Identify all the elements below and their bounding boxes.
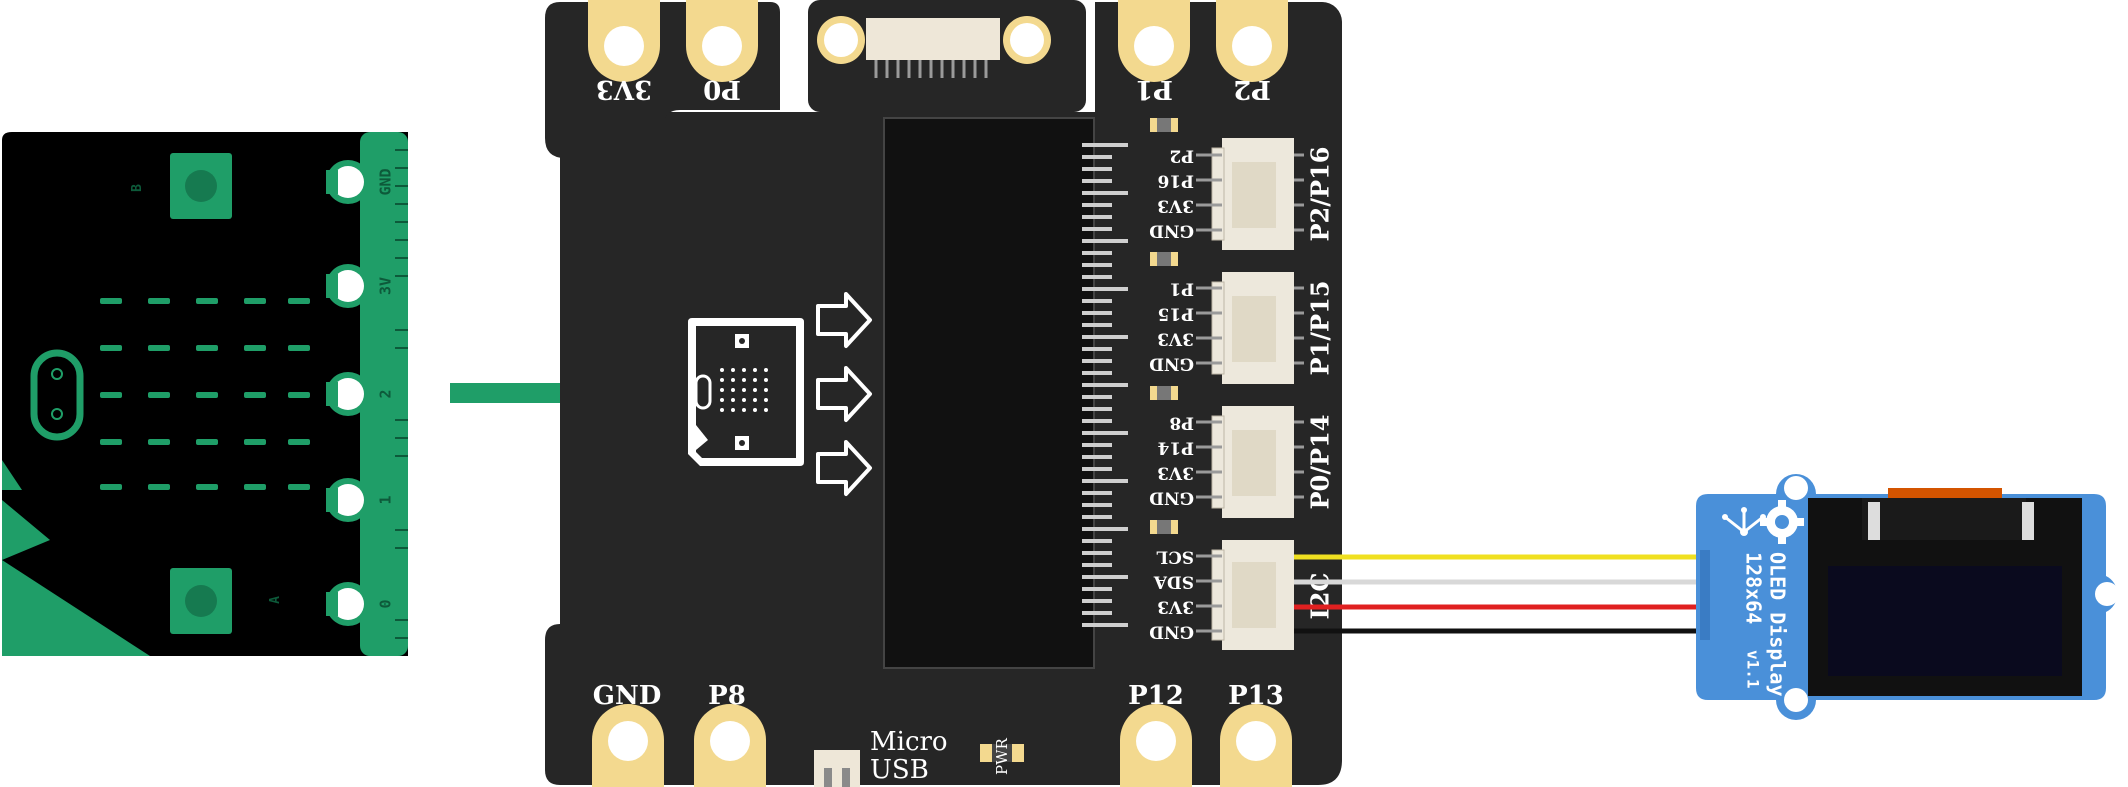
microbit-led-matrix <box>100 298 310 490</box>
pin-label-p2: P2 <box>1233 74 1271 104</box>
microbit-edge-connector <box>360 132 408 656</box>
microbit-button-a-label: A <box>268 596 283 604</box>
microbit-button-b[interactable] <box>170 153 232 219</box>
pin-label-3v3: 3V3 <box>596 74 652 104</box>
expansion-board: 3V3 P0 P1 P2 GND P8 P12 P13 Micro USB <box>545 0 1342 787</box>
connector-label-p1-p15: P1/P15 <box>1306 281 1335 376</box>
connector-pin-label: GND <box>1149 622 1194 642</box>
seeed-share-icon <box>1722 507 1766 536</box>
bottom-pin-pads[interactable] <box>592 704 1292 787</box>
micro-usb-label-line2: USB <box>870 755 929 785</box>
pwr-led <box>980 744 1024 762</box>
connector-pin-label: SDA <box>1153 572 1194 592</box>
i2c-wires <box>1294 554 1700 634</box>
connector-pin-label: GND <box>1149 488 1194 508</box>
connector-pin-label: 3V3 <box>1157 196 1194 216</box>
microbit-insert-icon <box>688 318 804 466</box>
connector-pin-label: GND <box>1149 354 1194 374</box>
connector-pin-label: 3V3 <box>1157 463 1194 483</box>
gear-icon <box>1760 500 1804 544</box>
connector-pin-label: P16 <box>1158 171 1194 191</box>
connector-pin-label: P14 <box>1157 438 1194 458</box>
grove-connector-p2-p16[interactable] <box>1150 118 1304 250</box>
connector-pin-label: GND <box>1149 221 1194 241</box>
pin-label-p12: P12 <box>1128 681 1184 711</box>
connector-pin-label: P15 <box>1158 304 1194 324</box>
connector-pin-label: 3V3 <box>1157 329 1194 349</box>
microbit-pin-label: 3V <box>377 277 395 295</box>
grove-connector-p0-p14[interactable] <box>1150 386 1304 518</box>
fpc-connector <box>817 16 1051 78</box>
microbit-logo-icon <box>30 349 84 441</box>
grove-connector-i2c[interactable] <box>1150 520 1294 650</box>
pin-label-p13: P13 <box>1228 681 1284 711</box>
microbit-board: GND 3V 2 1 0 B A <box>2 132 408 656</box>
oled-module: OLED Display 128x64 v1.1 <box>1696 474 2119 720</box>
pin-label-p8: P8 <box>708 681 746 711</box>
connector-pin-label: P8 <box>1169 413 1194 433</box>
top-pin-pads[interactable] <box>588 0 1288 82</box>
connector-label-p2-p16: P2/P16 <box>1306 147 1335 242</box>
connector-pin-label: P2 <box>1169 146 1194 166</box>
microbit-pin-holes <box>326 160 370 626</box>
microbit-button-b-label: B <box>130 184 145 192</box>
micro-usb-port[interactable] <box>814 750 860 787</box>
pin-label-gnd: GND <box>593 681 662 711</box>
oled-screen <box>1828 566 2062 676</box>
microbit-pin-label: 2 <box>377 389 395 398</box>
oled-resolution: 128x64 <box>1742 552 1766 624</box>
microbit-pin-label: 1 <box>377 495 395 504</box>
grove-connector-p1-p15[interactable] <box>1150 252 1304 384</box>
pin-label-p0: P0 <box>703 74 741 104</box>
microbit-pin-label: GND <box>377 168 395 195</box>
microbit-edge-slot[interactable] <box>883 117 1095 669</box>
insert-direction-arrows-icon <box>816 292 872 496</box>
connector-pin-label: SCL <box>1156 547 1194 567</box>
microbit-pin-label: 0 <box>377 599 395 608</box>
oled-title: OLED Display <box>1766 552 1790 697</box>
connector-label-p0-p14: P0/P14 <box>1306 415 1335 510</box>
microbit-button-a[interactable] <box>170 568 232 634</box>
pin-label-p1: P1 <box>1135 74 1173 104</box>
oled-version: v1.1 <box>1744 650 1763 689</box>
connector-pin-label: P1 <box>1169 279 1194 299</box>
pwr-led-label: PWR <box>993 737 1011 775</box>
connector-pin-label: 3V3 <box>1157 597 1194 617</box>
micro-usb-label-line1: Micro <box>870 727 948 757</box>
